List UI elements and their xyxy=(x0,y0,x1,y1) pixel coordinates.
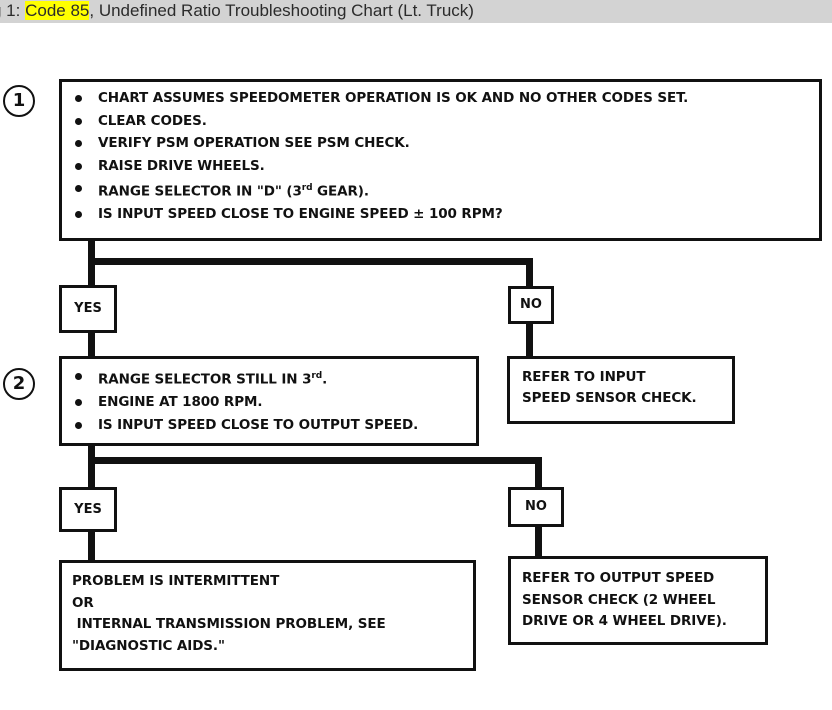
no-label-1: NO xyxy=(508,286,554,324)
step-1-item: IS INPUT SPEED CLOSE TO ENGINE SPEED ± 1… xyxy=(68,203,813,226)
connector-line xyxy=(88,457,542,464)
step-1-item: RANGE SELECTOR IN "D" (3rd GEAR). xyxy=(68,177,813,203)
step-1-item: VERIFY PSM OPERATION SEE PSM CHECK. xyxy=(68,132,813,155)
step-2-box: RANGE SELECTOR STILL IN 3rd. ENGINE AT 1… xyxy=(59,356,479,446)
connector-line xyxy=(88,333,95,358)
intermittent-problem-box: PROBLEM IS INTERMITTENT OR INTERNAL TRAN… xyxy=(59,560,476,671)
no-2-result-text: REFER TO OUTPUT SPEED SENSOR CHECK (2 WH… xyxy=(522,570,727,629)
step-2-marker: 2 xyxy=(3,368,35,400)
step-1-marker: 1 xyxy=(3,85,35,117)
connector-line xyxy=(88,532,95,562)
caption-title: , Undefined Ratio Troubleshooting Chart … xyxy=(89,1,474,20)
connector-line xyxy=(88,258,533,265)
step-1-box: CHART ASSUMES SPEEDOMETER OPERATION IS O… xyxy=(59,79,822,241)
connector-line xyxy=(535,527,542,558)
input-speed-sensor-check-box: REFER TO INPUT SPEED SENSOR CHECK. xyxy=(507,356,735,424)
step-2-item: ENGINE AT 1800 RPM. xyxy=(68,391,470,414)
caption-bar xyxy=(0,0,832,23)
caption-code-highlight: Code 85 xyxy=(25,1,90,20)
yes-label-1: YES xyxy=(59,285,117,333)
caption-prefix: g 1: xyxy=(0,1,21,20)
step-1-item: CLEAR CODES. xyxy=(68,110,813,133)
connector-line xyxy=(535,457,542,487)
yes-2-result-text: PROBLEM IS INTERMITTENT OR INTERNAL TRAN… xyxy=(72,573,386,654)
figure-caption: g 1: Code 85, Undefined Ratio Troublesho… xyxy=(0,1,474,21)
connector-line xyxy=(88,446,95,487)
connector-line xyxy=(526,324,533,358)
step-1-item: RAISE DRIVE WHEELS. xyxy=(68,155,813,178)
step-2-item: IS INPUT SPEED CLOSE TO OUTPUT SPEED. xyxy=(68,414,470,437)
yes-label-2: YES xyxy=(59,487,117,532)
step-1-list: CHART ASSUMES SPEEDOMETER OPERATION IS O… xyxy=(68,87,813,226)
step-1-item: CHART ASSUMES SPEEDOMETER OPERATION IS O… xyxy=(68,87,813,110)
no-1-result-text: REFER TO INPUT SPEED SENSOR CHECK. xyxy=(522,369,697,406)
step-2-list: RANGE SELECTOR STILL IN 3rd. ENGINE AT 1… xyxy=(68,365,470,436)
step-2-item: RANGE SELECTOR STILL IN 3rd. xyxy=(68,365,470,391)
connector-line xyxy=(526,258,533,286)
output-speed-sensor-check-box: REFER TO OUTPUT SPEED SENSOR CHECK (2 WH… xyxy=(508,556,768,645)
no-label-2: NO xyxy=(508,487,564,527)
